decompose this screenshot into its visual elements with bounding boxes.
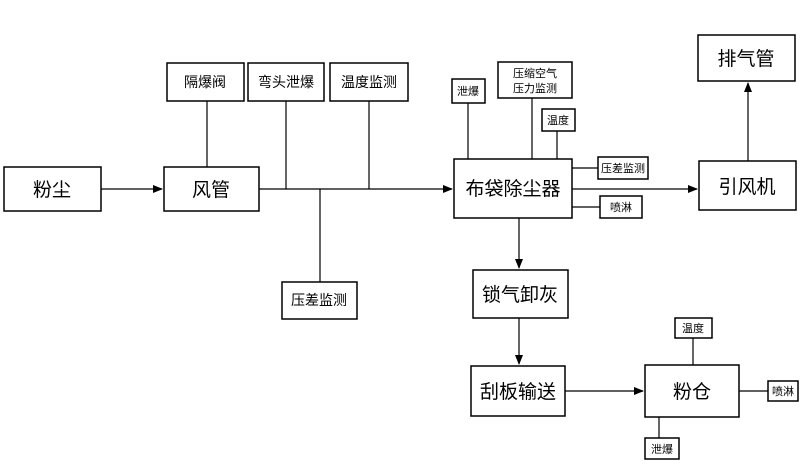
node-bag-filter: 布袋除尘器 [453,158,573,219]
node-induced-fan-label: 引风机 [718,176,775,198]
node-pressure-diff-monitor: 压差监测 [281,281,358,320]
node-scraper-conveyor-label: 刮板输送 [480,381,556,403]
node-airlock-unloader-label: 锁气卸灰 [482,284,558,306]
node-elbow-vent: 弯头泄爆 [247,62,325,102]
node-compressed-air-line1: 压缩空气 [513,66,557,80]
node-dust: 粉尘 [3,166,102,212]
node-dust-label: 粉尘 [33,179,71,201]
node-scraper-conveyor: 刮板输送 [470,365,566,417]
node-elbow-vent-label: 弯头泄爆 [258,74,314,91]
node-compressed-air-line2: 压力监测 [513,82,557,95]
node-spray-small: 喷淋 [599,195,643,219]
node-powder-silo-label: 粉仓 [673,381,711,403]
node-silo-spray-label: 喷淋 [772,385,794,398]
node-pressure-diff-small-label: 压差监测 [601,161,645,175]
connectors [101,82,768,438]
node-silo-vent-label: 泄爆 [651,442,673,456]
node-temp-monitor: 温度监测 [329,62,409,102]
node-vent-small-label: 泄爆 [457,84,479,98]
node-isolation-valve-label: 隔爆阀 [184,75,226,91]
node-silo-temp: 温度 [674,317,713,339]
node-exhaust-pipe: 排气管 [697,34,796,82]
node-temp-monitor-label: 温度监测 [341,75,397,91]
node-duct: 风管 [163,166,260,212]
node-isolation-valve: 隔爆阀 [166,62,245,102]
node-airlock-unloader: 锁气卸灰 [472,269,569,319]
node-silo-spray: 喷淋 [767,380,799,402]
node-temp-small-label: 温度 [547,113,569,127]
node-compressed-air: 压缩空气 压力监测 [497,61,573,99]
node-duct-label: 风管 [192,179,230,201]
node-vent-small: 泄爆 [451,78,486,104]
node-temp-small: 温度 [541,108,576,132]
node-spray-small-label: 喷淋 [610,201,632,214]
node-pressure-diff-small: 压差监测 [597,156,649,180]
node-powder-silo: 粉仓 [644,364,740,418]
node-pressure-diff-monitor-label: 压差监测 [291,293,347,309]
node-silo-temp-label: 温度 [682,321,704,335]
node-induced-fan: 引风机 [698,160,797,211]
node-bag-filter-label: 布袋除尘器 [465,178,560,200]
node-silo-vent: 泄爆 [644,437,680,460]
node-exhaust-pipe-label: 排气管 [717,48,774,70]
